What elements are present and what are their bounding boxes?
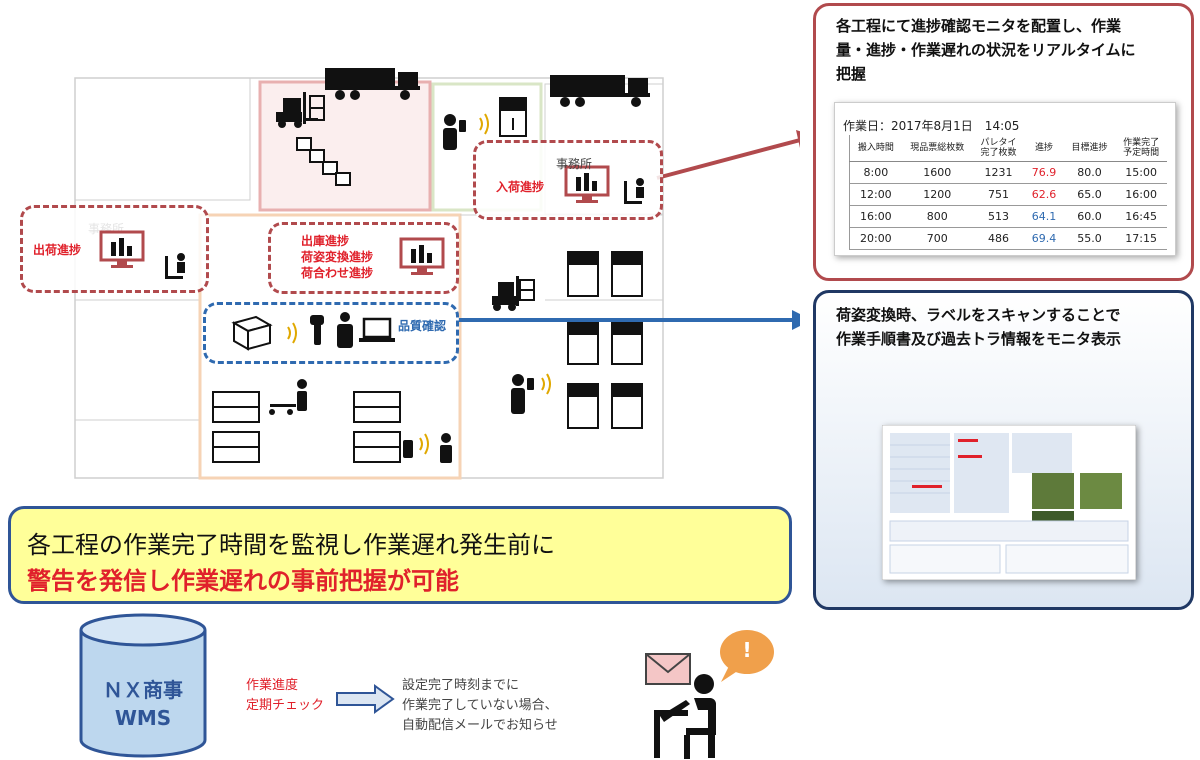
- table-cell: 17:15: [1115, 227, 1167, 250]
- wms-system-label: WMS: [114, 706, 172, 730]
- table-cell: 55.0: [1063, 227, 1116, 250]
- monitor-icon: [399, 237, 445, 275]
- notify-text-line: 自動配信メールでお知らせ: [402, 718, 558, 733]
- table-cell: 15:00: [1115, 161, 1167, 184]
- packing-change-progress-label: 荷姿変換進捗: [301, 250, 374, 264]
- callout-title-line: 量・進捗・作業遅れの状況をリアルタイムに: [836, 41, 1136, 59]
- table-header: 現品票総枚数: [901, 135, 973, 162]
- table-cell: 1600: [901, 161, 973, 184]
- shipping-progress-label: 出荷進捗: [33, 243, 82, 257]
- scan-waves-icon: [479, 113, 489, 135]
- consolidation-progress-label: 荷合わせ進捗: [301, 266, 374, 280]
- table-cell: 69.4: [1024, 227, 1064, 250]
- truck-icon: [550, 75, 650, 107]
- table-cell: 8:00: [849, 161, 902, 184]
- check-label-line: 作業進度: [246, 678, 299, 693]
- arrival-progress-box: 入荷進捗: [473, 140, 663, 220]
- forklift-icon: [276, 92, 325, 128]
- system-screen-image: [882, 425, 1136, 580]
- table-cell: 76.9: [1024, 161, 1064, 184]
- table-header: 目標進捗: [1063, 135, 1116, 162]
- handheld-worker-icon: [511, 374, 534, 414]
- table-header: 作業完了予定時間: [1115, 135, 1167, 162]
- pallet-jack-worker-icon: [269, 379, 307, 415]
- table-cell: 80.0: [1063, 161, 1116, 184]
- table-cell: 700: [901, 227, 973, 250]
- table-header: 搬入時間: [849, 135, 902, 162]
- monitor-icon: [564, 165, 610, 203]
- scan-waves-icon: [287, 322, 297, 344]
- flow-arrow-icon: [336, 684, 395, 714]
- table-cell: 12:00: [849, 183, 902, 206]
- notify-text-line: 設定完了時刻までに: [402, 678, 520, 693]
- callout-title-line: 荷姿変換時、ラベルをスキャンすることで: [836, 306, 1121, 324]
- table-cell: 65.0: [1063, 183, 1116, 206]
- table-cell: 64.1: [1024, 205, 1064, 228]
- truck-icon: [325, 68, 420, 100]
- table-cell: 751: [972, 183, 1025, 206]
- barcode-scanner-icon: [310, 315, 324, 345]
- table-cell: 513: [972, 205, 1025, 228]
- quality-check-label: 品質確認: [398, 319, 447, 333]
- outbound-progress-box: 出庫進捗 荷姿変換進捗 荷合わせ進捗: [268, 222, 459, 294]
- table-cell: 16:00: [1115, 183, 1167, 206]
- package-icon: [231, 315, 273, 351]
- banner-line-2: 警告を発信し作業遅れの事前把握が可能: [27, 567, 459, 595]
- label-scan-callout: 荷姿変換時、ラベルをスキャンすることで 作業手順書及び過去トラ情報をモニタ表示: [813, 290, 1194, 610]
- alert-bubble-icon: [720, 630, 774, 682]
- table-cell: 62.6: [1024, 183, 1064, 206]
- table-cell: 486: [972, 227, 1025, 250]
- table-cell: 16:45: [1115, 205, 1167, 228]
- storage-boxes: [567, 251, 643, 429]
- table-cell: 16:00: [849, 205, 902, 228]
- shipping-progress-box: 出荷進捗: [20, 205, 209, 293]
- table-cell: 1200: [901, 183, 973, 206]
- table-cell: 1231: [972, 161, 1025, 184]
- seated-person-icon: [654, 674, 716, 759]
- desk-worker-icon: [624, 178, 644, 204]
- callout-title-line: 作業手順書及び過去トラ情報をモニタ表示: [836, 330, 1122, 348]
- arrival-progress-label: 入荷進捗: [496, 180, 545, 194]
- alert-mark: !: [742, 638, 752, 662]
- outbound-progress-label: 出庫進捗: [301, 234, 350, 248]
- summary-banner: 各工程の作業完了時間を監視し作業遅れ発生前に 警告を発信し作業遅れの事前把握が可…: [8, 506, 792, 604]
- picking-worker-icon: [403, 433, 452, 463]
- banner-line-1: 各工程の作業完了時間を監視し作業遅れ発生前に: [27, 531, 555, 559]
- table-cell: 60.0: [1063, 205, 1116, 228]
- callout-title-line: 把握: [836, 65, 867, 83]
- notify-text-line: 作業完了していない場合、: [402, 698, 558, 713]
- shelf-icon: [212, 391, 401, 463]
- office-label-right: 事務所: [556, 157, 593, 171]
- laptop-icon: [359, 317, 395, 342]
- database-icon: [79, 613, 207, 758]
- monitor-screenshot: 作業日：2017年8月1日 14:05 搬入時間現品票総枚数パレタイ完了枚数進捗…: [834, 102, 1176, 256]
- check-label-line: 定期チェック: [246, 698, 325, 713]
- callout-title-line: 各工程にて進捗確認モニタを配置し、作業: [836, 17, 1122, 35]
- handheld-worker-icon: [443, 114, 466, 150]
- table-header: 進捗: [1024, 135, 1064, 162]
- table-cell: 800: [901, 205, 973, 228]
- work-date-label: 作業日：2017年8月1日 14:05: [843, 119, 1020, 133]
- mail-icon: [645, 653, 691, 685]
- desk-worker-icon: [165, 253, 185, 279]
- forklift-icon: [492, 276, 535, 311]
- wms-company-label: ＮＸ商事: [103, 678, 183, 702]
- monitor-icon: [99, 230, 145, 268]
- cart-box-icon: [499, 97, 527, 137]
- progress-monitor-callout: 各工程にて進捗確認モニタを配置し、作業 量・進捗・作業遅れの状況をリアルタイムに…: [813, 3, 1194, 281]
- table-cell: 20:00: [849, 227, 902, 250]
- boxes-icon: [296, 137, 351, 186]
- person-icon: [337, 312, 353, 348]
- quality-check-box: 品質確認: [203, 302, 459, 364]
- table-header: パレタイ完了枚数: [972, 135, 1025, 162]
